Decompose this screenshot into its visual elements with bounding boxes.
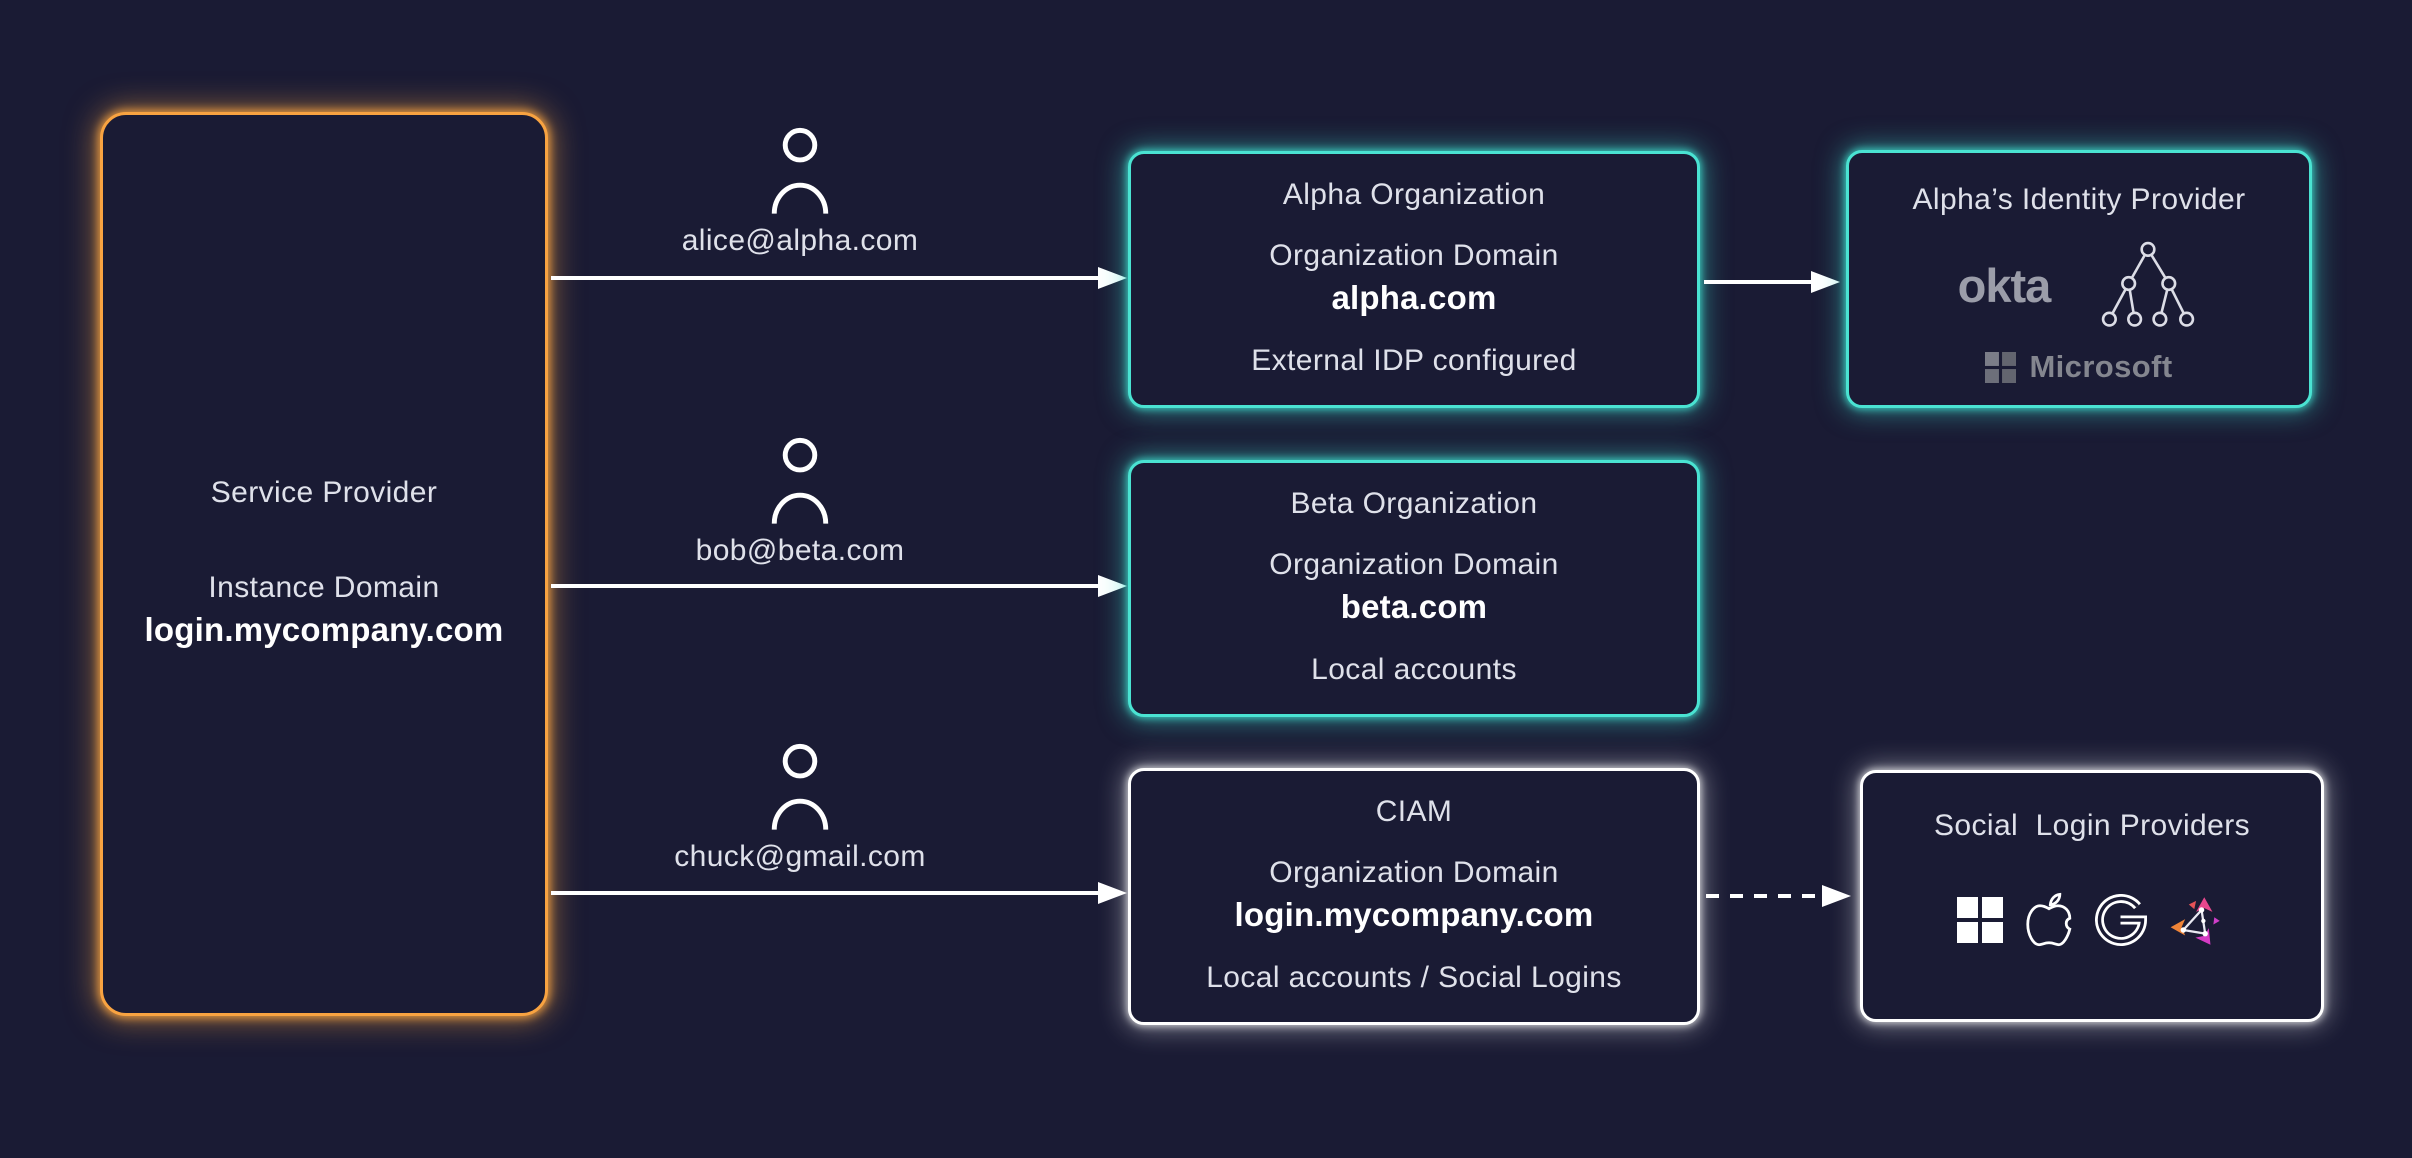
directory-tree-icon	[2102, 241, 2195, 327]
arrow-alpha-idp-head	[1811, 271, 1840, 293]
org-beta-domain-value: beta.com	[1340, 588, 1488, 626]
okta-logo: okta	[1957, 258, 2052, 312]
identity-provider-title: Alpha’s Identity Provider	[1912, 183, 2246, 216]
social-provider-logos	[1957, 891, 2227, 949]
microsoft-squares-icon	[1985, 351, 2017, 383]
org-ciam-domain-value: login.mycompany.com	[1234, 896, 1594, 934]
user-icon	[771, 127, 829, 214]
instance-domain-label: Instance Domain	[208, 571, 440, 605]
identity-provider-logos: okta	[1958, 237, 2201, 333]
arrow-ciam-social-head	[1822, 885, 1851, 907]
service-provider-title: Service Provider	[210, 476, 438, 510]
org-alpha-domain-label: Organization Domain	[1269, 239, 1559, 273]
arrow-bob-head	[1098, 575, 1127, 597]
microsoft-wordmark: Microsoft	[2029, 349, 2173, 384]
service-provider-domain-group: Instance Domain login.mycompany.com	[145, 568, 504, 651]
arrow-alice-line	[551, 276, 1098, 280]
org-box-alpha: Alpha Organization Organization Domain a…	[1128, 151, 1700, 408]
arrow-alpha-idp-line	[1704, 280, 1811, 284]
user-icon	[771, 743, 829, 830]
instance-domain-value: login.mycompany.com	[144, 611, 504, 649]
arrow-bob-line	[551, 584, 1098, 588]
apple-icon	[2026, 892, 2072, 947]
social-providers-title: Social Login Providers	[1933, 809, 2251, 842]
arrow-chuck-line	[551, 891, 1098, 895]
org-ciam-title: CIAM	[1375, 795, 1453, 828]
zitadel-icon	[2170, 897, 2220, 945]
org-alpha-note: External IDP configured	[1251, 343, 1577, 377]
org-alpha-title: Alpha Organization	[1282, 178, 1546, 211]
user-email-bob: bob@beta.com	[695, 534, 905, 567]
org-ciam-domain-group: Organization Domain login.mycompany.com	[1235, 853, 1594, 936]
org-ciam-note: Local accounts / Social Logins	[1206, 960, 1622, 994]
org-beta-title: Beta Organization	[1290, 487, 1538, 520]
google-icon	[2095, 894, 2147, 946]
identity-provider-box: Alpha’s Identity Provider okta	[1846, 150, 2312, 408]
org-ciam-domain-label: Organization Domain	[1269, 856, 1559, 890]
arrow-chuck-head	[1098, 882, 1127, 904]
org-beta-note: Local accounts	[1311, 652, 1517, 686]
org-box-beta: Beta Organization Organization Domain be…	[1128, 460, 1700, 717]
org-alpha-domain-value: alpha.com	[1331, 279, 1497, 317]
org-alpha-domain-group: Organization Domain alpha.com	[1269, 236, 1558, 319]
org-beta-domain-label: Organization Domain	[1269, 548, 1559, 582]
service-provider-box: Service Provider Instance Domain login.m…	[100, 112, 548, 1016]
user-email-chuck: chuck@gmail.com	[674, 840, 926, 873]
org-beta-domain-group: Organization Domain beta.com	[1269, 545, 1558, 628]
microsoft-icon	[1957, 897, 2003, 943]
org-box-ciam: CIAM Organization Domain login.mycompany…	[1128, 768, 1700, 1025]
arrow-ciam-social-line	[1706, 894, 1822, 898]
user-email-alice: alice@alpha.com	[681, 224, 919, 257]
user-icon	[771, 437, 829, 524]
arrow-alice-head	[1098, 267, 1127, 289]
microsoft-logo: Microsoft	[1985, 349, 2172, 385]
social-providers-box: Social Login Providers	[1860, 770, 2324, 1022]
